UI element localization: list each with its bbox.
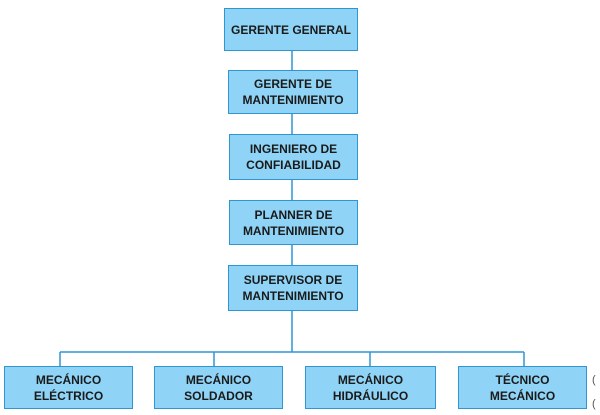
node-mecanico-soldador: MECÁNICO SOLDADOR	[154, 366, 283, 409]
node-gerente-mantenimiento: GERENTE DE MANTENIMIENTO	[228, 70, 358, 114]
node-label: GERENTE DE MANTENIMIENTO	[242, 77, 344, 107]
node-label: TÉCNICO MECÁNICO	[489, 372, 556, 403]
node-label: INGENIERO DE CONFIABILIDAD	[246, 142, 341, 172]
node-label: MECÁNICO SOLDADOR	[184, 372, 253, 403]
node-label: MECÁNICO HIDRÁULICO	[332, 372, 409, 403]
edge-fragment: (	[592, 398, 596, 410]
node-tecnico-mecanico: TÉCNICO MECÁNICO	[458, 366, 587, 409]
edge-fragment: (	[592, 374, 596, 386]
node-planner-mantenimiento: PLANNER DE MANTENIMIENTO	[229, 200, 358, 245]
node-gerente-general: GERENTE GENERAL	[224, 8, 358, 51]
node-label: SUPERVISOR DE MANTENIMIENTO	[242, 273, 344, 303]
node-ingeniero-confiabilidad: INGENIERO DE CONFIABILIDAD	[229, 134, 358, 180]
node-label: GERENTE GENERAL	[230, 22, 351, 37]
node-mecanico-hidraulico: MECÁNICO HIDRÁULICO	[305, 366, 436, 409]
node-label: PLANNER DE MANTENIMIENTO	[242, 207, 345, 238]
node-supervisor-mantenimiento: SUPERVISOR DE MANTENIMIENTO	[228, 265, 358, 311]
node-mecanico-electrico: MECÁNICO ELÉCTRICO	[4, 366, 133, 409]
node-label: MECÁNICO ELÉCTRICO	[33, 372, 104, 403]
